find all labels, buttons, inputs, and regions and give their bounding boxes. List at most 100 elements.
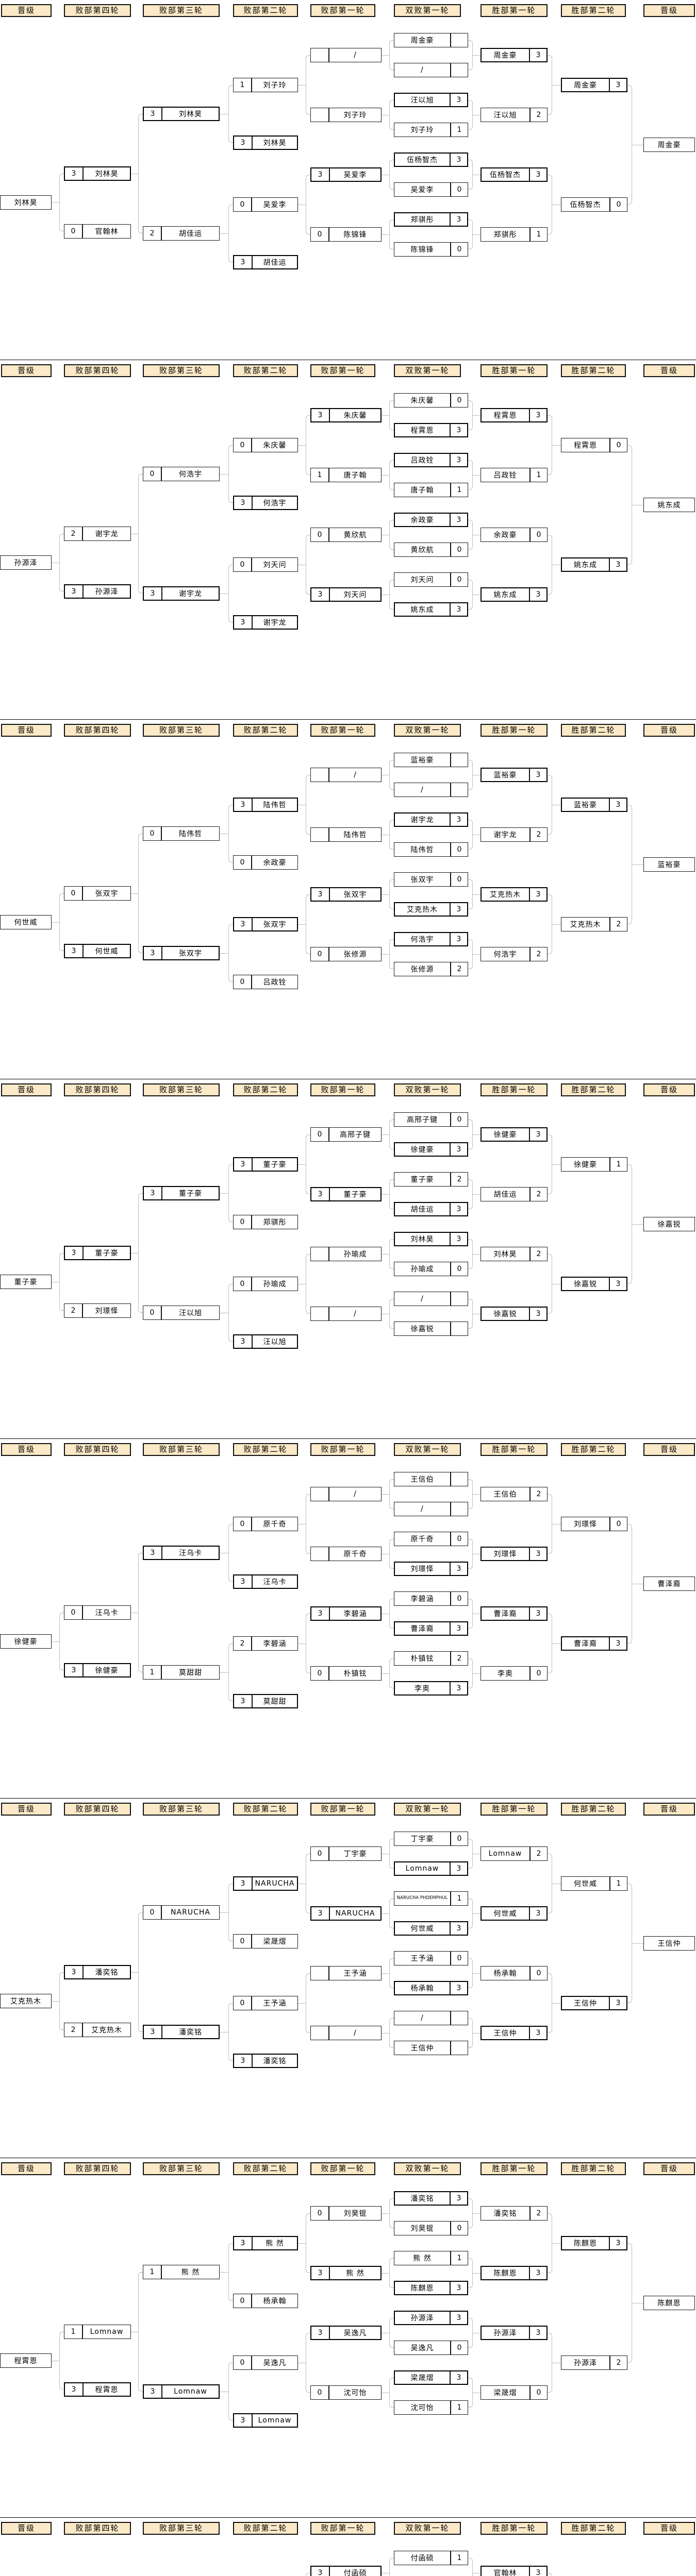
- player-name: 姚东成: [410, 606, 434, 614]
- player-name: 王信仲: [657, 1940, 681, 1948]
- column-header: 胜部第二轮: [561, 2522, 626, 2535]
- player-score: 0: [450, 1532, 468, 1546]
- player-name: 刘璟怿: [493, 1550, 517, 1558]
- player-name: 陈锦锋: [410, 246, 434, 254]
- player-name: 熊 然: [346, 2269, 364, 2278]
- player-score: [450, 753, 468, 767]
- connector-stub: [382, 894, 389, 895]
- connector-bracket: [627, 1524, 632, 1643]
- player-score: 0: [311, 528, 329, 541]
- player-score: 3: [609, 79, 626, 91]
- bracket-group: 晋级败部第四轮败部第三轮败部第二轮败部第一轮双败第一轮胜部第一轮胜部第二轮晋级刘…: [0, 0, 696, 360]
- player-score: [450, 1322, 468, 1335]
- player-name: 张修源: [410, 965, 434, 974]
- player-score: 3: [144, 947, 162, 959]
- player-box: 刘子玲: [310, 108, 382, 122]
- player-score: 3: [65, 1247, 84, 1259]
- promoted-box: 程霄恩: [0, 2353, 52, 2368]
- player-name: 姚东成: [574, 561, 597, 569]
- player-name: 董子豪: [263, 1161, 287, 1169]
- player-score: 1: [450, 1892, 468, 1905]
- connector-bracket: [389, 1239, 394, 1269]
- column-header: 胜部第二轮: [561, 2162, 626, 2175]
- player-score: 2: [529, 2207, 547, 2220]
- player-name: 刘天问: [410, 576, 434, 584]
- column-header: 晋级: [1, 1803, 52, 1816]
- player-score: 2: [529, 1247, 547, 1261]
- connector-bracket: [228, 205, 233, 262]
- connector-bracket: [228, 805, 233, 862]
- connector-bracket: [306, 175, 310, 234]
- player-score: 3: [529, 1128, 546, 1141]
- connector-bracket: [389, 160, 394, 190]
- player-score: 0: [311, 2207, 329, 2220]
- player-score: [311, 828, 329, 841]
- player-name: 何世威: [410, 1925, 434, 1933]
- bracket-group: 晋级败部第四轮败部第三轮败部第二轮败部第一轮双败第一轮胜部第一轮胜部第二轮晋级王…: [0, 2517, 696, 2576]
- connector-bracket: [468, 160, 473, 190]
- player-name: 伍杨智杰: [570, 201, 601, 209]
- connector-bracket: [306, 1973, 310, 2033]
- column-header: 败部第二轮: [233, 1803, 298, 1816]
- column-header: 晋级: [1, 364, 52, 377]
- column-header: 败部第四轮: [64, 2522, 131, 2535]
- player-score: 0: [143, 1306, 162, 1319]
- connector-bracket: [468, 1239, 473, 1269]
- connector-bracket: [468, 520, 473, 550]
- player-score: 3: [450, 1233, 467, 1245]
- player-name: 徐健豪: [14, 1638, 38, 1646]
- player-score: 3: [234, 137, 253, 149]
- player-name: 原千奇: [343, 1550, 367, 1558]
- player-score: 0: [234, 558, 252, 571]
- player-score: 3: [450, 933, 467, 945]
- player-score: 1: [609, 1158, 627, 1171]
- connector-stub: [382, 234, 389, 235]
- player-score: 2: [450, 1652, 468, 1665]
- player-name: 李碧涵: [410, 1595, 434, 1603]
- connector-stub: [298, 2003, 306, 2004]
- player-name: 郑骐彤: [410, 216, 434, 224]
- connector-bracket: [389, 1479, 394, 1509]
- column-header: 晋级: [1, 2162, 52, 2175]
- player-name: 何浩宇: [410, 936, 434, 944]
- connector-bracket: [468, 939, 473, 969]
- connector-bracket: [138, 1193, 143, 1313]
- player-name: 潘奕铭: [179, 2028, 202, 2037]
- player-score: 0: [311, 1128, 329, 1141]
- player-name: 何世威: [493, 1910, 517, 1918]
- player-name: /: [421, 1505, 424, 1513]
- connector-bracket: [468, 219, 473, 249]
- player-score: 3: [450, 1922, 467, 1935]
- player-name: 程霄恩: [574, 442, 597, 450]
- connector-bracket: [468, 1539, 473, 1569]
- connector-bracket: [548, 1854, 552, 1913]
- connector-bracket: [548, 175, 552, 234]
- connector-stub: [473, 2273, 480, 2274]
- connector-stub: [298, 1643, 306, 1644]
- connector-bracket: [468, 760, 473, 790]
- player-name: /: [421, 2014, 424, 2022]
- bracket-group: 晋级败部第四轮败部第三轮败部第二轮败部第一轮双败第一轮胜部第一轮胜部第二轮晋级董…: [0, 1079, 696, 1439]
- column-header: 败部第四轮: [64, 1443, 131, 1456]
- column-header: 败部第三轮: [143, 2162, 220, 2175]
- player-name: NARUCHA: [335, 1909, 375, 1918]
- player-score: 0: [234, 1996, 252, 2010]
- player-score: [311, 1307, 329, 1320]
- column-header: 双败第一轮: [394, 1083, 461, 1096]
- player-name: 徐健豪: [95, 1667, 119, 1675]
- connector-bracket: [627, 445, 632, 565]
